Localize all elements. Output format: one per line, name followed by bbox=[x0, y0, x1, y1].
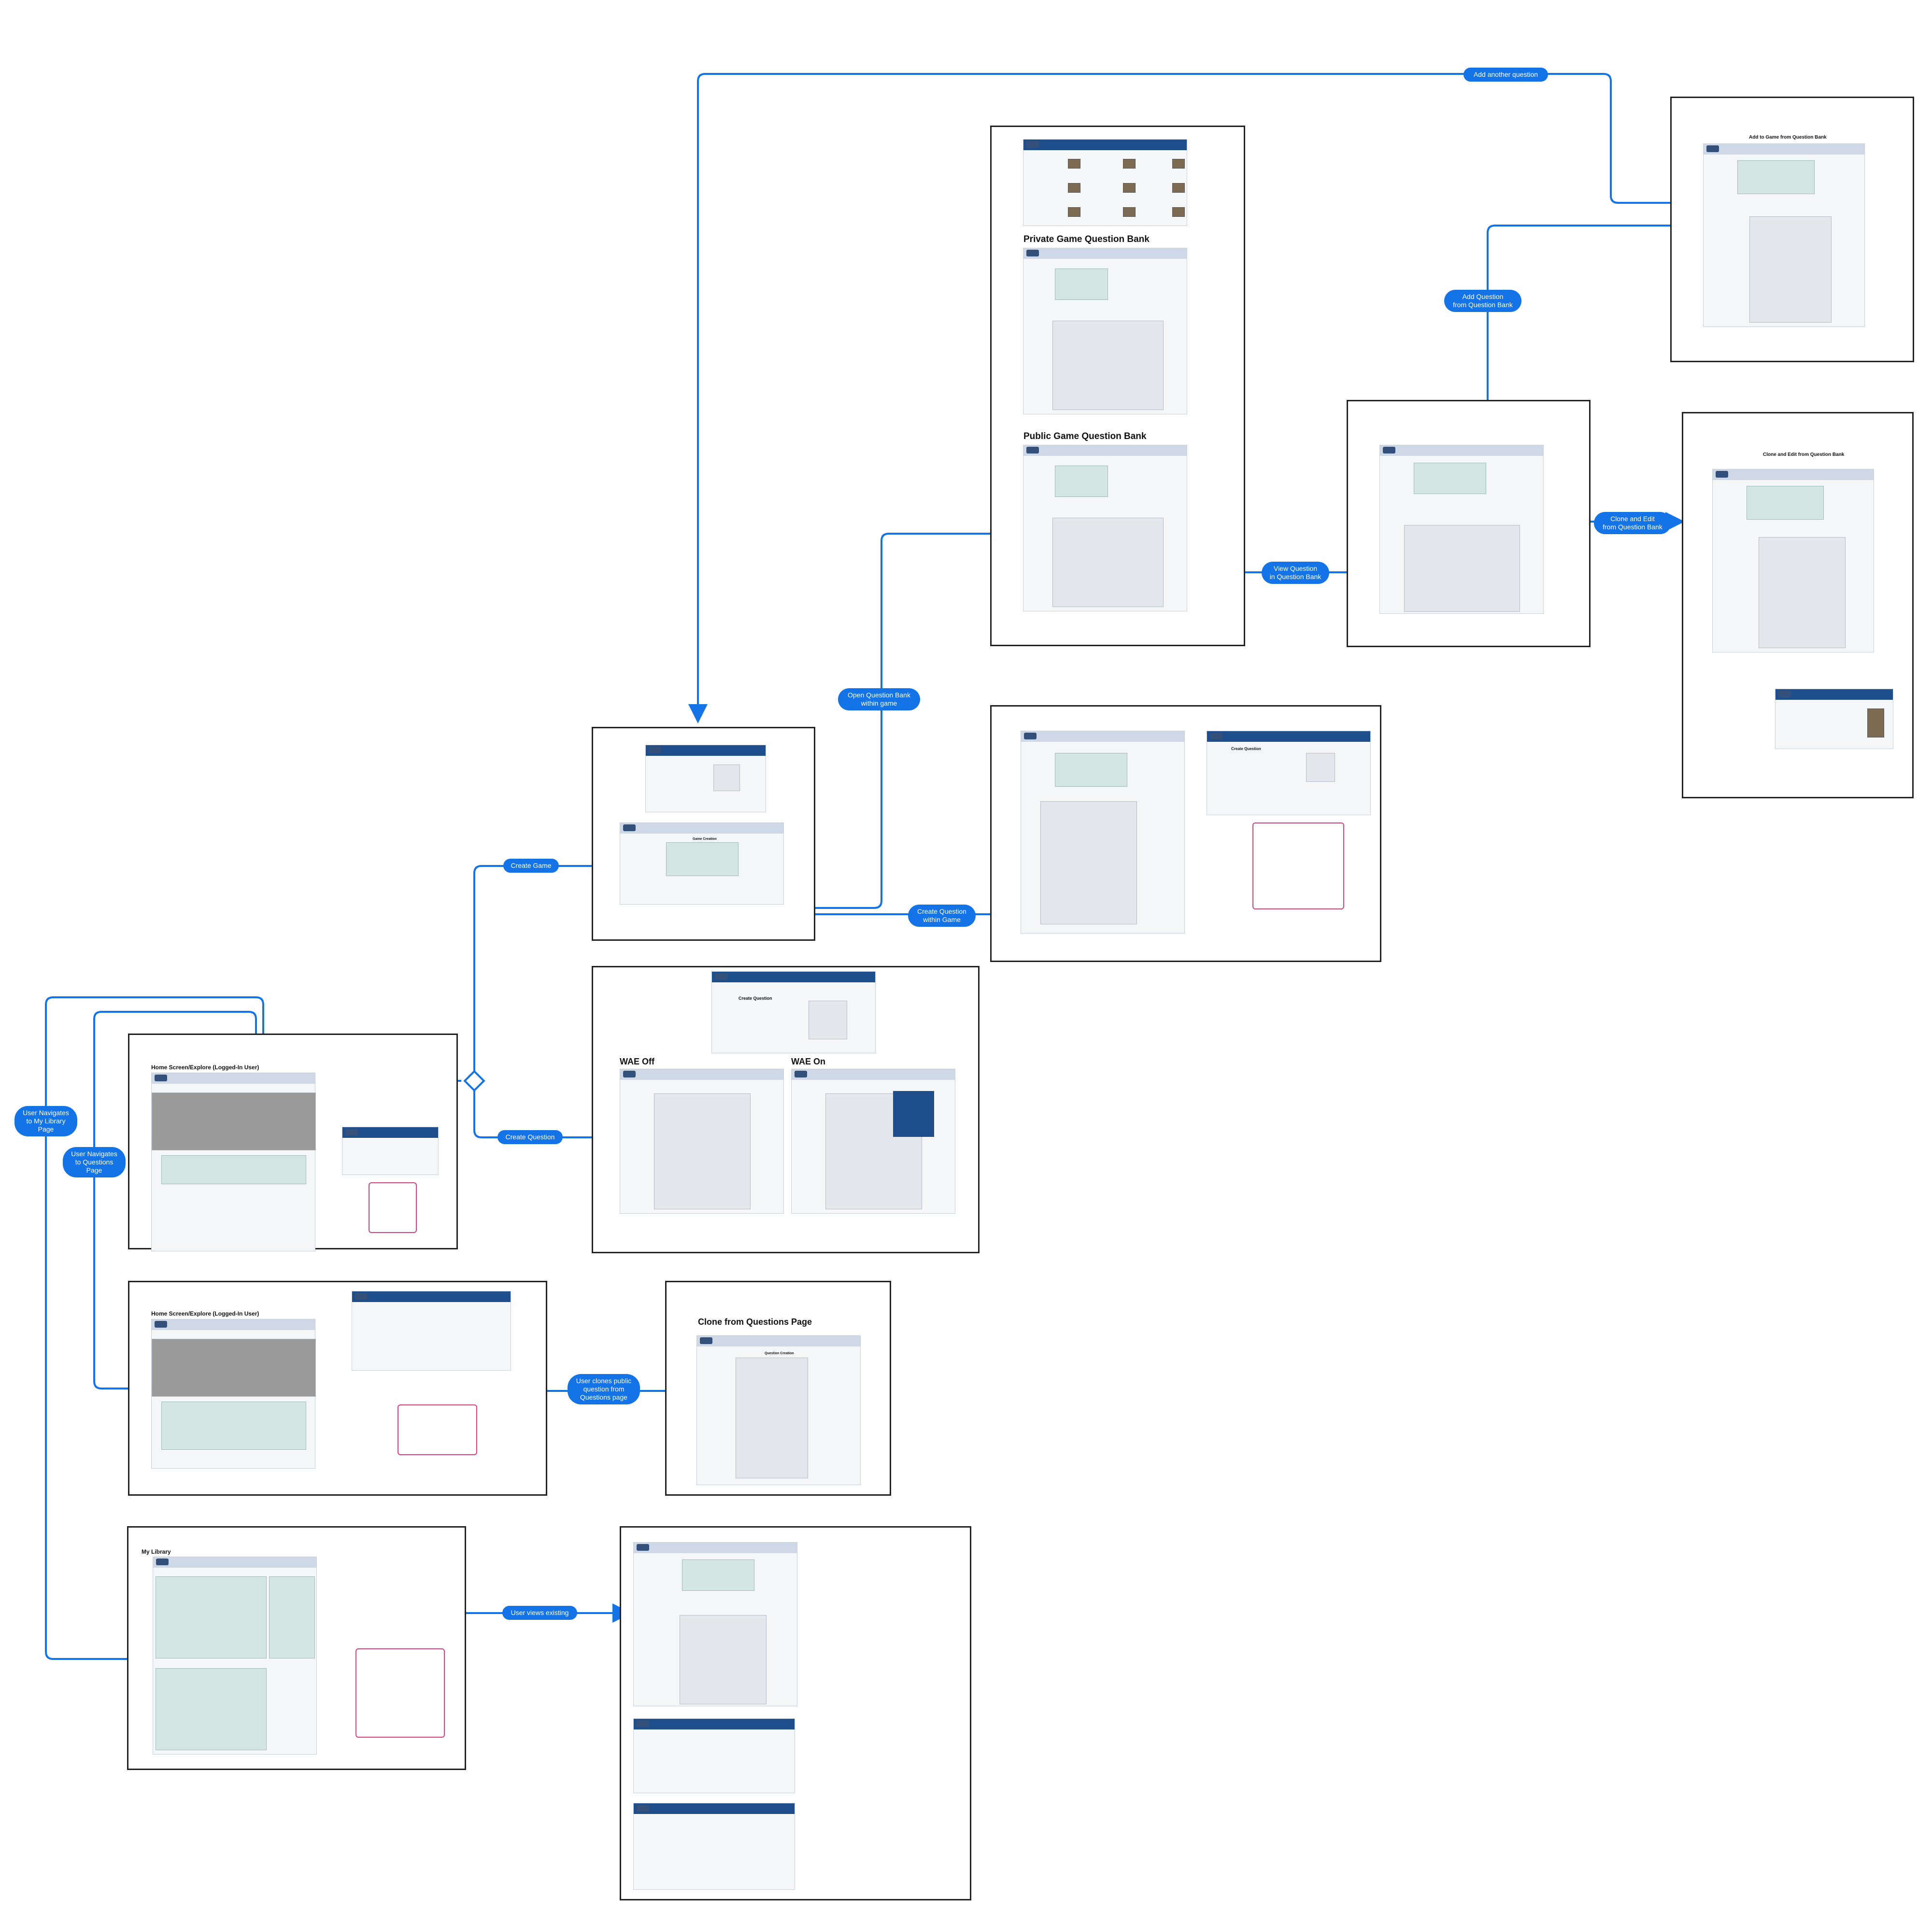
question-creation-label: Question Creation bbox=[765, 1352, 794, 1355]
cqg-mock-left bbox=[1021, 731, 1185, 934]
frame-question-bank: Private Game Question Bank Public Game Q… bbox=[990, 126, 1245, 646]
label-user-nav-library: User Navigates to My Library Page bbox=[14, 1106, 77, 1136]
frame-view-existing bbox=[620, 1526, 971, 1900]
home-games-mock bbox=[151, 1073, 316, 1251]
label-view-question-bank: View Question in Question Bank bbox=[1262, 562, 1329, 584]
edge-nav-questions bbox=[93, 1011, 257, 1398]
title-wae-off: WAE Off bbox=[620, 1057, 654, 1066]
wae-top-mock: Create Question bbox=[711, 971, 876, 1053]
wae-create-question: Create Question bbox=[739, 996, 772, 1001]
title-wae-on: WAE On bbox=[791, 1057, 825, 1066]
frame-create-game: Game Creation bbox=[592, 727, 815, 941]
label-open-bank-within-game: Open Question Bank within game bbox=[838, 688, 920, 710]
title-private-bank: Private Game Question Bank bbox=[1023, 234, 1150, 244]
sketch-home-games bbox=[369, 1182, 417, 1233]
wae-on-mock bbox=[791, 1069, 955, 1214]
view-existing-detail bbox=[633, 1718, 795, 1793]
view-existing-answers bbox=[633, 1803, 795, 1890]
frame-home-games: Home Screen/Explore (Logged-In User) bbox=[128, 1034, 458, 1251]
clone-edit-detail bbox=[1775, 689, 1893, 749]
edge-nav-library bbox=[45, 996, 264, 1669]
title-public-bank: Public Game Question Bank bbox=[1023, 431, 1147, 441]
add-to-game-mock bbox=[1703, 143, 1865, 327]
label-create-question: Create Question bbox=[497, 1130, 563, 1144]
edge-add-another-question bbox=[688, 73, 1787, 723]
frame-clone-questions-page: Clone from Questions Page Question Creat… bbox=[665, 1281, 891, 1496]
wae-off-mock bbox=[620, 1069, 784, 1214]
edge-add-from-bank bbox=[1487, 216, 1699, 497]
frame-wae: Create Question WAE Off WAE On bbox=[592, 966, 980, 1253]
frame-my-library: My Library bbox=[127, 1526, 466, 1770]
my-library-mock bbox=[153, 1557, 317, 1755]
view-existing-mock bbox=[633, 1542, 797, 1706]
title-add-to-game: Add to Game from Question Bank bbox=[1749, 135, 1827, 140]
private-bank-mock bbox=[1023, 248, 1187, 414]
home-games-explore bbox=[342, 1127, 439, 1175]
label-create-game: Create Game bbox=[503, 859, 559, 873]
sketch-home-questions bbox=[398, 1404, 477, 1455]
edge-diamond-create-game bbox=[473, 856, 622, 1072]
clone-edit-mock bbox=[1712, 469, 1874, 652]
label-create-question-within-game: Create Question within Game bbox=[908, 905, 976, 927]
home-questions-explore bbox=[352, 1291, 511, 1371]
home-questions-mock bbox=[151, 1319, 316, 1469]
label-add-another-question: Add another question bbox=[1463, 68, 1548, 82]
label-clone-and-edit: Clone and Edit from Question Bank bbox=[1594, 512, 1671, 534]
label-user-views-existing: User views existing bbox=[502, 1606, 577, 1620]
label-user-nav-questions: User Navigates to Questions Page bbox=[63, 1147, 126, 1177]
clone-questions-mock: Question Creation bbox=[696, 1335, 861, 1485]
decision-diamond bbox=[463, 1070, 485, 1092]
frame-home-questions: Home Screen/Explore (Logged-In User) bbox=[128, 1281, 547, 1496]
bank-top-mock bbox=[1023, 139, 1187, 226]
public-bank-mock bbox=[1023, 445, 1187, 611]
game-creation-label: Game Creation bbox=[693, 837, 717, 841]
create-game-top-mock bbox=[645, 745, 766, 812]
title-clone-questions-page: Clone from Questions Page bbox=[698, 1317, 812, 1327]
frame-create-question-game: Create Question bbox=[990, 705, 1381, 962]
cqg-mock-right: Create Question bbox=[1207, 731, 1371, 815]
title-home-games: Home Screen/Explore (Logged-In User) bbox=[151, 1064, 259, 1071]
create-game-mock: Game Creation bbox=[620, 822, 784, 905]
label-add-from-bank: Add Question from Question Bank bbox=[1444, 290, 1521, 312]
sketch-cqg bbox=[1252, 822, 1344, 909]
frame-add-to-game: Add to Game from Question Bank bbox=[1670, 97, 1914, 362]
frame-clone-edit: Clone and Edit from Question Bank bbox=[1682, 412, 1914, 798]
frame-view-bank bbox=[1347, 400, 1591, 647]
sketch-my-library bbox=[355, 1648, 445, 1738]
create-question-label: Create Question bbox=[1231, 747, 1261, 751]
title-my-library: My Library bbox=[142, 1548, 171, 1555]
title-home-questions: Home Screen/Explore (Logged-In User) bbox=[151, 1310, 259, 1317]
label-user-clones-public: User clones public question from Questio… bbox=[568, 1374, 640, 1404]
view-bank-mock bbox=[1379, 445, 1544, 614]
edge-diamond-create-question bbox=[473, 1090, 622, 1147]
title-clone-edit: Clone and Edit from Question Bank bbox=[1763, 452, 1845, 457]
